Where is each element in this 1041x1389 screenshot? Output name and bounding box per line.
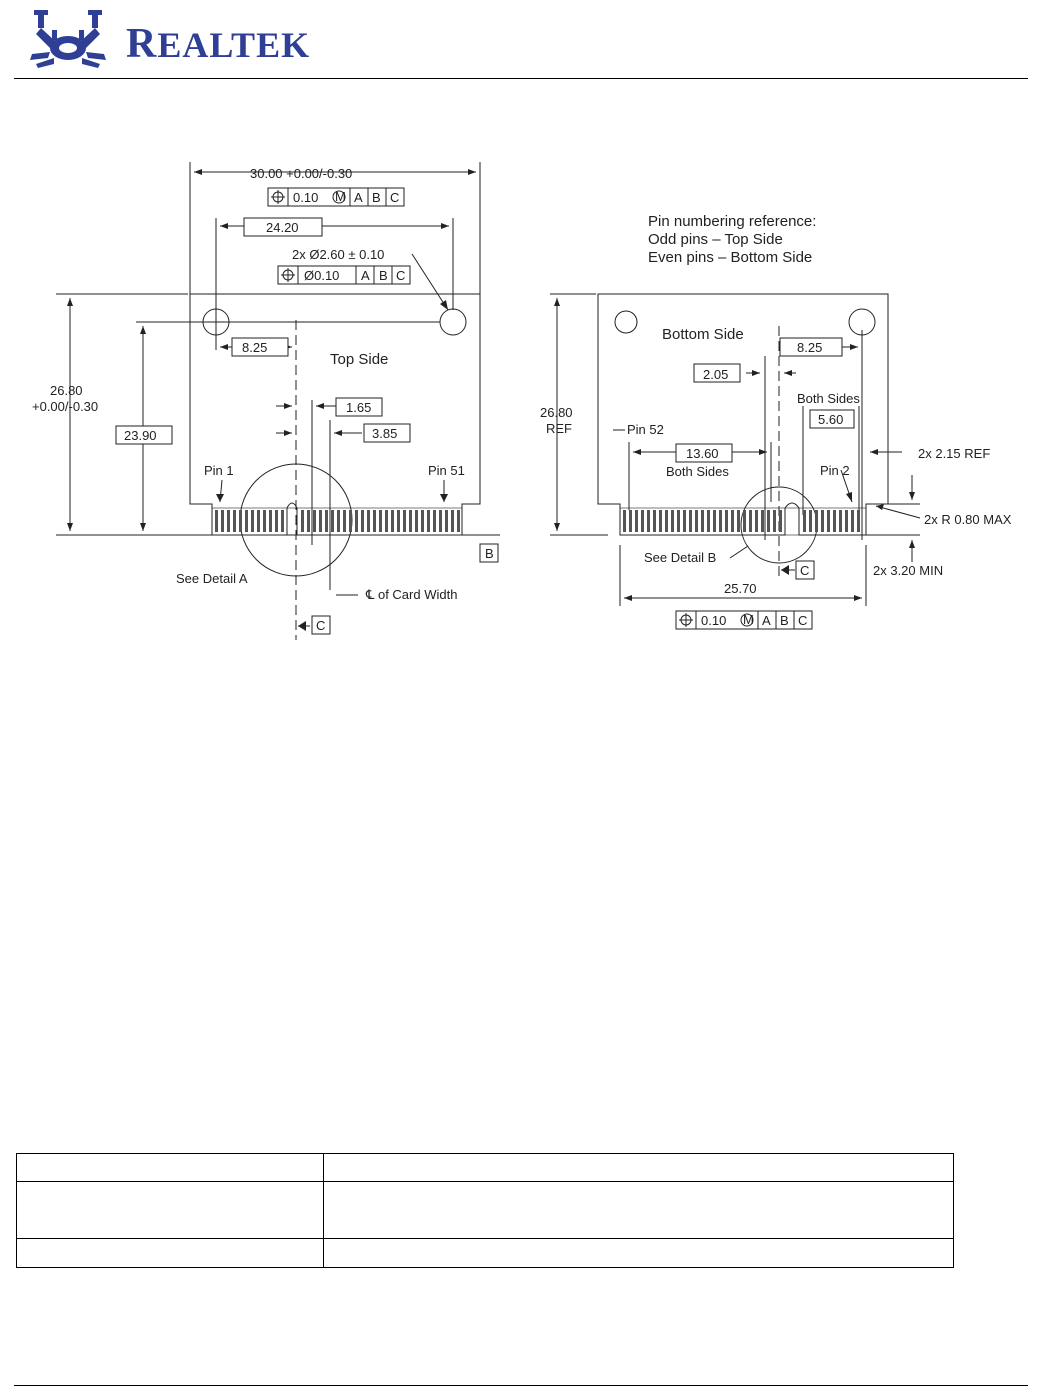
drawing-annotation: M	[743, 612, 754, 627]
drawing-annotation: C	[316, 618, 325, 633]
drawing-annotation: Pin numbering reference:	[648, 213, 816, 230]
table-row	[16, 1238, 954, 1268]
detail-b-label: See Detail B	[644, 550, 716, 565]
drawing-annotation: B	[372, 190, 381, 205]
drawing-annotation: Even pins – Bottom Side	[648, 249, 812, 266]
centerline-label: ℄ of Card Width	[365, 587, 457, 602]
footer-divider	[14, 1385, 1028, 1386]
drawing-annotation: B	[485, 546, 494, 561]
edge-width-label: 25.70	[724, 581, 757, 596]
table-cell-value	[323, 1181, 954, 1239]
detail-a-label: See Detail A	[176, 571, 248, 586]
drawing-annotation: 0.10	[701, 613, 726, 628]
drawing-annotation: 2x R 0.80 MAX	[924, 512, 1012, 527]
table-cell-value	[323, 1153, 954, 1182]
drawing-annotation: C	[390, 190, 399, 205]
card-mechanical-drawing: 30.00 +0.00/-0.30 0.10 M A B C 24.20 2x …	[0, 150, 1041, 650]
drawing-annotation: Ø0.10	[304, 268, 339, 283]
drawing-annotation: Both Sides	[666, 464, 729, 479]
top-side-title: Top Side	[330, 351, 388, 368]
drawing-annotation: C	[800, 563, 809, 578]
drawing-annotation: 8.25	[797, 340, 822, 355]
drawing-annotation: Odd pins – Top Side	[648, 231, 783, 248]
table-cell-label	[16, 1153, 324, 1182]
drawing-annotation: Pin 52	[627, 422, 664, 437]
bottom-side-title: Bottom Side	[662, 326, 744, 343]
drawing-annotation: 0.10	[293, 190, 318, 205]
drawing-annotation: C	[798, 613, 807, 628]
drawing-annotation: Pin 51	[428, 463, 465, 478]
drawing-annotation: B	[379, 268, 388, 283]
drawing-annotation: 8.25	[242, 340, 267, 355]
brand-wordmark: REALTEK	[126, 21, 311, 67]
drawing-annotation: 13.60	[686, 446, 719, 461]
drawing-annotation: 2x 3.20 MIN	[873, 563, 943, 578]
table-cell-label	[16, 1238, 324, 1268]
drawing-annotation: REF	[546, 421, 572, 436]
hole-height-label: 23.90	[124, 428, 157, 443]
table-row	[16, 1181, 954, 1239]
page-header: REALTEK	[0, 0, 1041, 80]
drawing-annotation: M	[335, 189, 346, 204]
realtek-crab-logo-icon	[30, 10, 106, 68]
drawing-annotation: 2x 2.15 REF	[918, 446, 990, 461]
top-height-label: 26.80	[50, 383, 83, 398]
hole-spacing-label: 24.20	[266, 220, 299, 235]
table-cell-label	[16, 1181, 324, 1239]
drawing-annotation: 2.05	[703, 367, 728, 382]
drawing-annotation: Both Sides	[797, 391, 860, 406]
drawing-annotation: +0.00/-0.30	[32, 399, 98, 414]
top-view-card-outline	[189, 293, 481, 536]
header-divider	[14, 78, 1028, 79]
overall-width-label: 30.00 +0.00/-0.30	[250, 166, 352, 181]
bottom-height-label: 26.80	[540, 405, 573, 420]
drawing-annotation: 5.60	[818, 412, 843, 427]
drawing-annotation: A	[762, 613, 771, 628]
drawing-annotation: A	[354, 190, 363, 205]
table-row	[16, 1153, 954, 1182]
spec-table	[16, 1153, 954, 1268]
drawing-annotation: C	[396, 268, 405, 283]
table-cell-value	[323, 1238, 954, 1268]
drawing-annotation: 1.65	[346, 400, 371, 415]
hole-callout: 2x Ø2.60 ± 0.10	[292, 247, 384, 262]
drawing-annotation: Pin 1	[204, 463, 234, 478]
drawing-annotation: Pin 2	[820, 463, 850, 478]
drawing-annotation: B	[780, 613, 789, 628]
drawing-annotation: A	[361, 268, 370, 283]
drawing-annotation: 3.85	[372, 426, 397, 441]
